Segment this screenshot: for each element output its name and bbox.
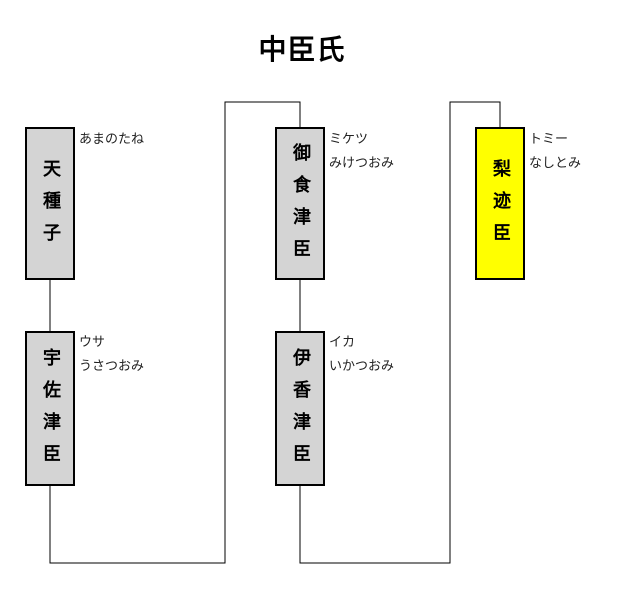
person-reading-ikatsuomi: イカ いかつおみ (329, 331, 394, 379)
connector-ikatsuomi-nashitomi (299, 101, 501, 564)
person-name-miketsuomi: 御食津臣 (290, 143, 311, 271)
person-name-ikatsuomi: 伊香津臣 (290, 348, 311, 476)
person-name-amanotane: 天種子 (40, 159, 61, 255)
person-reading-miketsuomi: ミケツ みけつおみ (329, 128, 394, 176)
diagram-title: 中臣氏 (258, 33, 346, 66)
person-name-nashitomi: 梨迹臣 (490, 159, 511, 255)
person-alias-miketsuomi: ミケツ (329, 132, 369, 147)
person-kana-amanotane: あまのたね (79, 132, 145, 147)
person-kana-ikatsuomi: いかつおみ (329, 359, 395, 374)
person-box-usatsuomi: 宇佐津臣 (25, 331, 75, 486)
person-box-ikatsuomi: 伊香津臣 (275, 331, 325, 486)
person-box-nashitomi: 梨迹臣 (475, 127, 525, 280)
connector-usatsuomi-miketsuomi (49, 101, 301, 564)
person-name-usatsuomi: 宇佐津臣 (40, 348, 61, 476)
person-box-amanotane: 天種子 (25, 127, 75, 280)
person-reading-amanotane: あまのたね (79, 128, 144, 152)
person-kana-usatsuomi: うさつおみ (79, 359, 145, 374)
person-box-miketsuomi: 御食津臣 (275, 127, 325, 280)
person-alias-ikatsuomi: イカ (329, 335, 356, 350)
person-kana-nashitomi: なしとみ (529, 156, 582, 171)
person-alias-nashitomi: トミー (529, 132, 569, 147)
person-kana-miketsuomi: みけつおみ (329, 156, 395, 171)
person-reading-usatsuomi: ウサ うさつおみ (79, 331, 144, 379)
person-reading-nashitomi: トミー なしとみ (529, 128, 581, 176)
person-alias-usatsuomi: ウサ (79, 335, 106, 350)
